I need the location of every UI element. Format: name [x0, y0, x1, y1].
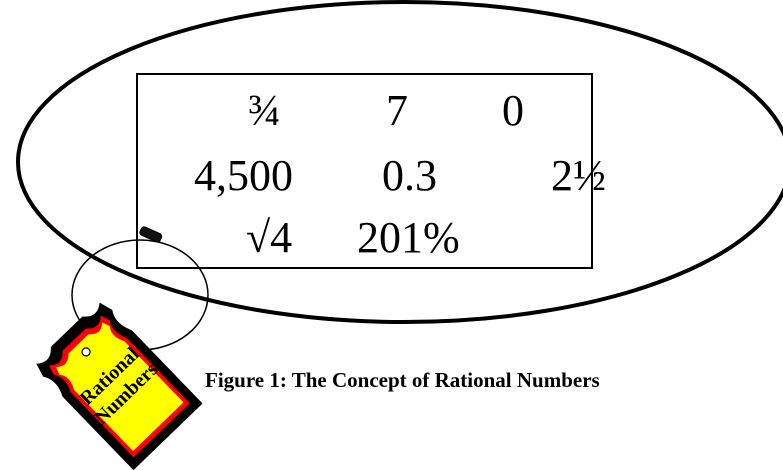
- figure-caption: Figure 1: The Concept of Rational Number…: [205, 368, 600, 392]
- number-201-percent: 201%: [357, 213, 460, 262]
- rational-numbers-tag: Rational Numbers: [36, 302, 203, 470]
- tag-hole: [81, 347, 91, 357]
- number-0-3: 0.3: [382, 151, 437, 200]
- number-two-and-half: 2½: [551, 151, 606, 200]
- number-seven: 7: [386, 86, 408, 135]
- string-bead: [139, 226, 163, 243]
- number-4500: 4,500: [194, 151, 293, 200]
- number-zero: 0: [502, 86, 524, 135]
- numbers-box: [136, 73, 593, 269]
- set-ellipse: [16, 0, 783, 324]
- number-sqrt-4: √4: [246, 213, 292, 262]
- number-three-quarters: ¾: [248, 86, 281, 135]
